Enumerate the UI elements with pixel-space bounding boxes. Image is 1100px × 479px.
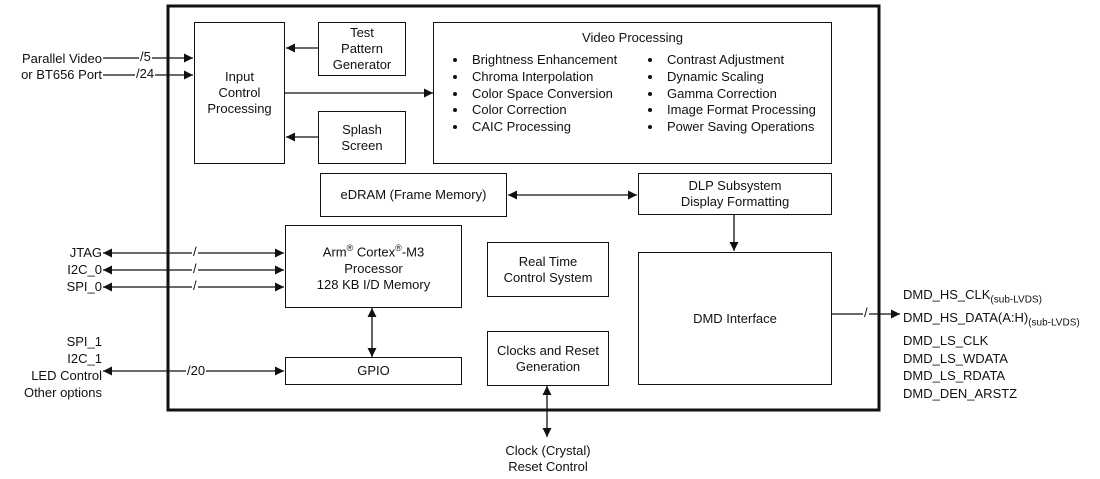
- jtag-label: JTAG: [69, 245, 102, 260]
- bus-width-5: /5: [139, 49, 152, 64]
- parallel-video-label: Parallel Video or BT656 Port: [2, 51, 102, 83]
- clock-crystal-label: Clock (Crystal) Reset Control: [487, 443, 609, 475]
- spi0-bus-mark: /: [192, 278, 198, 293]
- chip-boundary: [166, 4, 881, 412]
- arm-memory-line: 128 KB I/D Memory: [316, 276, 431, 292]
- gpio-group-item: SPI_1: [66, 334, 102, 349]
- parallel-video-line1: Parallel Video: [22, 51, 102, 66]
- input-control-line: Control: [218, 85, 261, 100]
- feature-item: Color Space Conversion: [468, 86, 617, 103]
- feature-item: Power Saving Operations: [663, 119, 816, 136]
- clocks-line: Generation: [515, 358, 581, 374]
- arm-processor-line: Processor: [344, 260, 403, 276]
- jtag-bus-mark: /: [192, 244, 198, 259]
- dmd-den-arstz-signal: DMD_DEN_ARSTZ: [903, 385, 1018, 401]
- arm-cortex: Cortex: [353, 244, 396, 260]
- test-pattern-line: Generator: [332, 57, 392, 72]
- test-pattern-line: Test: [350, 25, 374, 40]
- input-control-block: Input Control Processing: [194, 22, 285, 164]
- reset-control-line: Reset Control: [508, 459, 588, 474]
- feature-item: Image Format Processing: [663, 102, 816, 119]
- rtcs-block: Real Time Control System: [487, 242, 609, 297]
- dmd-hs-clk-signal: DMD_HS_CLK(sub-LVDS): [903, 286, 1080, 309]
- i2c0-label: I2C_0: [67, 262, 102, 277]
- gpio-group-item: LED Control: [31, 368, 102, 383]
- gpio-group-item: I2C_1: [67, 351, 102, 366]
- signal-subscript: (sub-LVDS): [1028, 317, 1080, 329]
- rtcs-line: Control System: [503, 269, 593, 285]
- gpio-group-label: SPI_1 I2C_1 LED Control Other options: [2, 333, 102, 401]
- feature-item: Contrast Adjustment: [663, 52, 816, 69]
- feature-item: Chroma Interpolation: [468, 69, 617, 86]
- test-pattern-line: Pattern: [341, 41, 383, 56]
- clocks-reset-block: Clocks and Reset Generation: [487, 331, 609, 386]
- dmd-interface-label: DMD Interface: [693, 310, 777, 326]
- video-processing-block: Video Processing Brightness Enhancement …: [433, 22, 832, 164]
- dmd-ls-rdata-signal: DMD_LS_RDATA: [903, 368, 1006, 384]
- test-pattern-block: Test Pattern Generator: [318, 22, 406, 76]
- feature-item: Gamma Correction: [663, 86, 816, 103]
- clock-crystal-line: Clock (Crystal): [505, 443, 591, 458]
- dlp-line: Display Formatting: [680, 194, 790, 209]
- feature-item: Dynamic Scaling: [663, 69, 816, 86]
- gpio-label: GPIO: [357, 363, 390, 378]
- gpio-block: GPIO: [285, 357, 462, 385]
- signal-name: DMD_HS_DATA(A:H): [903, 310, 1029, 326]
- dmd-ls-clk-signal: DMD_LS_CLK: [903, 333, 989, 349]
- rtcs-line: Real Time: [518, 253, 578, 269]
- signal-subscript: (sub-LVDS): [990, 294, 1042, 306]
- feature-item: CAIC Processing: [468, 119, 617, 136]
- feature-item: Brightness Enhancement: [468, 52, 617, 69]
- dmd-interface-block: DMD Interface: [638, 252, 832, 385]
- splash-screen-block: Splash Screen: [318, 111, 406, 164]
- dmd-output-signals: DMD_HS_CLK(sub-LVDS) DMD_HS_DATA(A:H)(su…: [903, 286, 1080, 402]
- bus-width-24: /24: [135, 66, 156, 81]
- video-processing-list-right: Contrast Adjustment Dynamic Scaling Gamm…: [647, 52, 816, 136]
- dmd-ls-wdata-signal: DMD_LS_WDATA: [903, 350, 1008, 366]
- splash-line: Screen: [341, 137, 383, 153]
- clocks-line: Clocks and Reset: [497, 342, 599, 358]
- video-processing-list-left: Brightness Enhancement Chroma Interpolat…: [452, 52, 617, 136]
- edram-block: eDRAM (Frame Memory): [320, 173, 507, 217]
- input-control-line: Processing: [207, 101, 272, 116]
- feature-item: Color Correction: [468, 102, 617, 119]
- video-processing-title: Video Processing: [582, 30, 683, 45]
- edram-label: eDRAM (Frame Memory): [340, 187, 487, 202]
- dmd-hs-data-signal: DMD_HS_DATA(A:H)(sub-LVDS): [903, 309, 1080, 332]
- signal-name: DMD_HS_CLK: [903, 287, 991, 302]
- dlp-line: DLP Subsystem: [688, 178, 782, 193]
- arm-processor-block: Arm® Cortex®-M3 Processor 128 KB I/D Mem…: [285, 225, 462, 308]
- registered-mark: ®: [395, 243, 402, 254]
- gpio-bus-width: /20: [186, 363, 207, 378]
- dmd-bus-mark: /: [863, 305, 869, 320]
- spi0-label: SPI_0: [66, 279, 102, 294]
- gpio-group-item: Other options: [23, 385, 102, 400]
- splash-line: Splash: [342, 121, 382, 137]
- arm-m3: -M3: [401, 244, 425, 260]
- parallel-video-line2: or BT656 Port: [21, 67, 102, 82]
- i2c0-bus-mark: /: [192, 261, 198, 276]
- registered-mark: ®: [346, 243, 354, 254]
- arm-processor-title: Arm® Cortex®-M3: [323, 240, 424, 260]
- input-control-line: Input: [225, 69, 254, 84]
- dlp-subsystem-block: DLP Subsystem Display Formatting: [638, 173, 832, 215]
- arm-name: Arm: [322, 244, 347, 260]
